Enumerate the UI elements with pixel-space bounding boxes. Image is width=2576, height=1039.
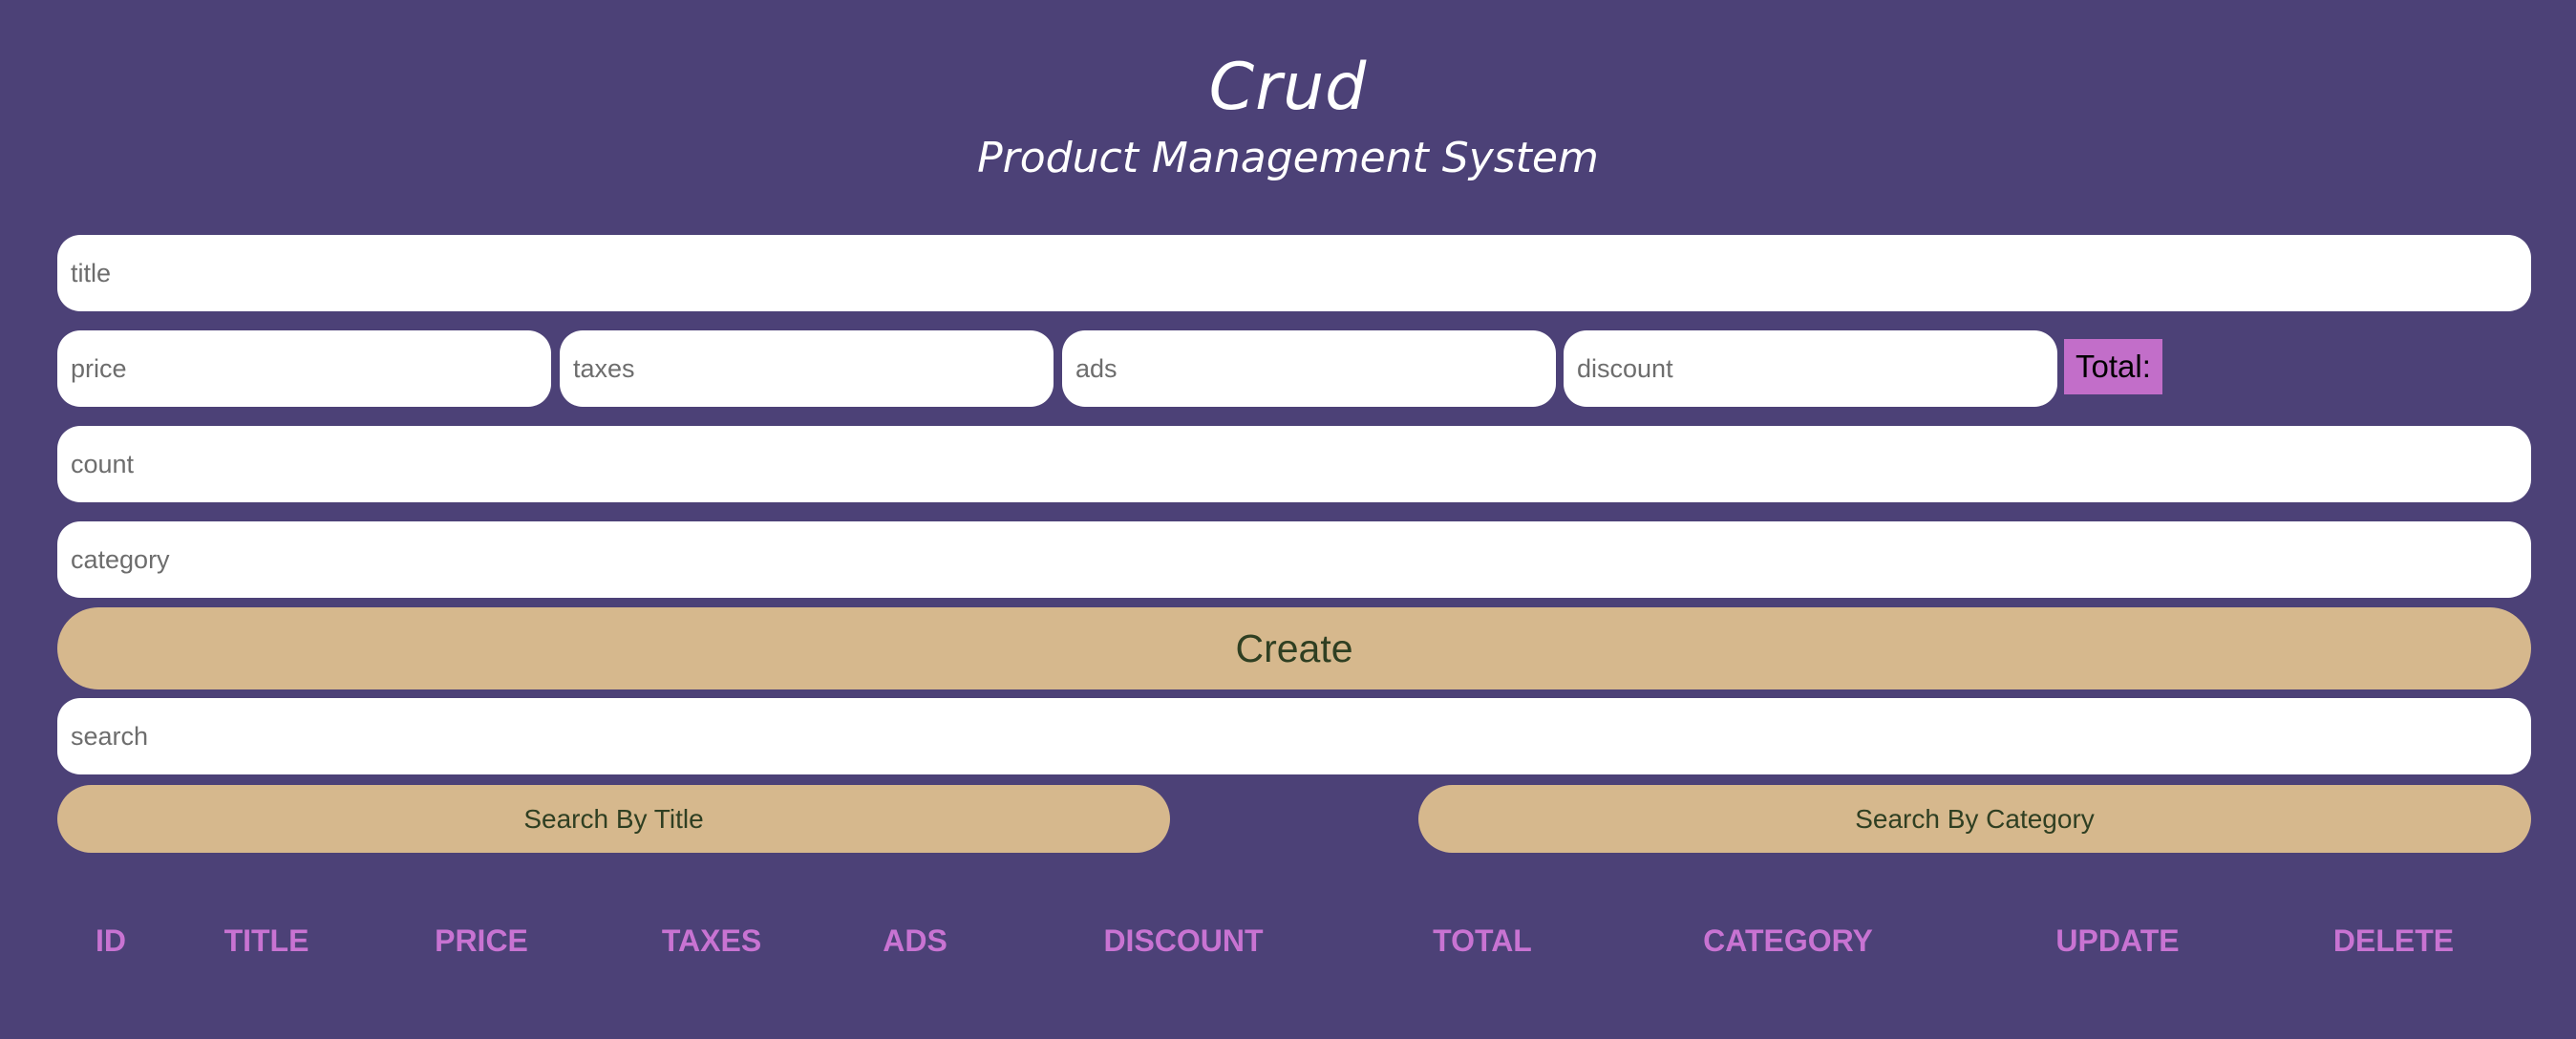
column-header-price: PRICE [435, 923, 528, 958]
title-input[interactable] [57, 235, 2531, 311]
create-button[interactable]: Create [57, 607, 2531, 689]
column-header-delete: DELETE [2332, 923, 2455, 958]
search-by-title-button[interactable]: Search By Title [57, 785, 1170, 853]
products-table-header: ID TITLE PRICE TAXES ADS DISCOUNT TOTAL … [0, 917, 2576, 965]
app-subtitle: Product Management System [977, 134, 1599, 182]
app-title: Crud [1208, 50, 1368, 125]
column-header-taxes: TAXES [661, 923, 762, 958]
price-input[interactable] [57, 330, 551, 407]
ads-input[interactable] [1062, 330, 1556, 407]
column-header-title: TITLE [224, 923, 309, 958]
taxes-input[interactable] [560, 330, 1054, 407]
search-input[interactable] [57, 698, 2531, 774]
discount-input[interactable] [1564, 330, 2057, 407]
count-input[interactable] [57, 426, 2531, 502]
column-header-total: TOTAL [1433, 923, 1532, 958]
column-header-discount: DISCOUNT [1103, 923, 1264, 958]
search-by-category-button[interactable]: Search By Category [1418, 785, 2531, 853]
column-header-ads: ADS [883, 923, 947, 958]
column-header-id: ID [96, 923, 126, 958]
category-input[interactable] [57, 521, 2531, 598]
column-header-category: CATEGORY [1703, 923, 1873, 958]
column-header-update: UPDATE [2055, 923, 2180, 958]
total-badge: Total: [2064, 339, 2162, 394]
